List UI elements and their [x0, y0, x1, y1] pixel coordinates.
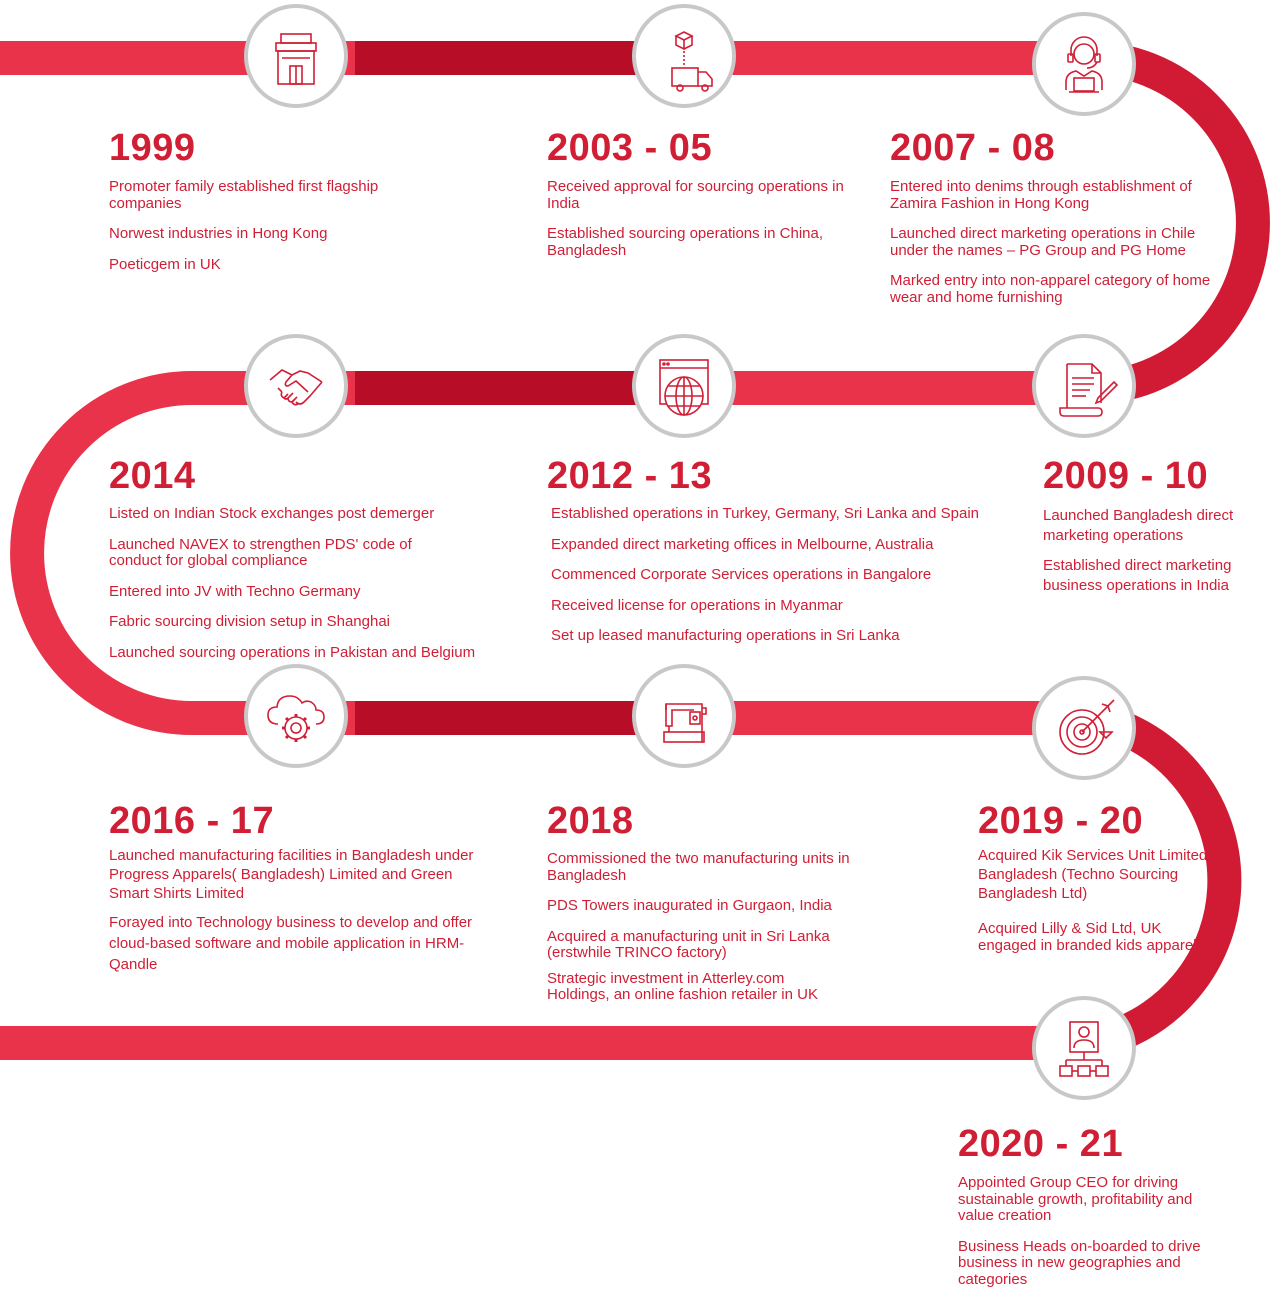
milestone-item: Acquired Kik Services Unit Limited in Ba…: [978, 847, 1224, 902]
milestone-item: Entered into denims through establishmen…: [890, 178, 1192, 212]
org-chart-icon: [1032, 996, 1136, 1100]
milestone-item: Strategic investment in Atterley.com Hol…: [547, 969, 818, 1003]
milestone-items: Commissioned the two manufacturing units…: [547, 850, 877, 1018]
milestone-item: Launched direct marketing operations in …: [890, 225, 1196, 259]
milestone-year: 2018: [547, 800, 634, 842]
milestone-item: Appointed Group CEO for driving sustaina…: [958, 1174, 1193, 1224]
milestone-item: Launched NAVEX to strengthen PDS' code o…: [109, 535, 412, 569]
milestone-item: Business Heads on-boarded to drive busin…: [958, 1237, 1201, 1288]
milestone-item: Set up leased manufacturing operations i…: [551, 627, 900, 644]
milestone-item: Received license for operations in Myanm…: [551, 596, 843, 614]
milestone-item: Launched sourcing operations in Pakistan…: [109, 643, 476, 661]
delivery-truck-icon: [632, 4, 736, 108]
milestone-item: PDS Towers inaugurated in Gurgaon, India: [547, 897, 832, 914]
milestone-items: Launched Bangladesh direct marketing ope…: [1043, 506, 1268, 610]
milestone-item: Marked entry into non-apparel category o…: [890, 272, 1211, 306]
milestone-item: Established operations in Turkey, German…: [551, 505, 980, 522]
milestone-item: Forayed into Technology business to deve…: [109, 914, 473, 973]
milestone-item: Acquired Lilly & Sid Ltd, UK engaged in …: [978, 920, 1197, 954]
milestone-item: Acquired a manufacturing unit in Sri Lan…: [547, 927, 830, 961]
milestone-year: 2007 - 08: [890, 127, 1056, 169]
track-curve-left: [10, 371, 193, 735]
milestone-item: Promoter family established first flagsh…: [109, 178, 379, 212]
milestone-items: Appointed Group CEO for driving sustaina…: [958, 1174, 1228, 1302]
target-arrow-icon: [1032, 676, 1136, 780]
milestone-item: Listed on Indian Stock exchanges post de…: [109, 505, 435, 522]
milestone-item: Expanded direct marketing offices in Mel…: [551, 535, 934, 553]
milestone-item: Established sourcing operations in China…: [547, 225, 823, 259]
document-pen-icon: [1032, 334, 1136, 438]
milestone-item: Poeticgem in UK: [109, 255, 221, 273]
handshake-icon: [244, 334, 348, 438]
milestone-items: Listed on Indian Stock exchanges post de…: [109, 505, 529, 675]
cloud-gear-icon: [244, 664, 348, 768]
track-curve-right-1: [1087, 41, 1270, 405]
milestone-items: Received approval for sourcing operation…: [547, 178, 847, 273]
milestone-item: Launched Bangladesh direct marketing ope…: [1043, 507, 1234, 544]
milestone-item: Entered into JV with Techno Germany: [109, 582, 361, 600]
milestone-year: 2012 - 13: [547, 455, 713, 497]
milestone-items: Launched manufacturing facilities in Ban…: [109, 846, 504, 989]
milestone-year: 1999: [109, 127, 196, 169]
milestone-year: 2009 - 10: [1043, 455, 1209, 497]
storefront-icon: [244, 4, 348, 108]
track-curve-right-2: [1084, 701, 1242, 1060]
milestone-item: Commenced Corporate Services operations …: [551, 566, 932, 583]
milestone-year: 2019 - 20: [978, 800, 1144, 842]
milestone-year: 2014: [109, 455, 196, 497]
milestone-item: Launched manufacturing facilities in Ban…: [109, 847, 474, 902]
milestone-items: Entered into denims through establishmen…: [890, 178, 1235, 320]
milestone-year: 2003 - 05: [547, 127, 713, 169]
milestone-item: Commissioned the two manufacturing units…: [547, 850, 850, 884]
milestone-year: 2020 - 21: [958, 1123, 1124, 1165]
milestone-item: Fabric sourcing division setup in Shangh…: [109, 613, 390, 630]
milestone-item: Established direct marketing business op…: [1043, 557, 1232, 594]
sewing-machine-icon: [632, 664, 736, 768]
milestone-items: Established operations in Turkey, German…: [551, 505, 1031, 659]
milestone-year: 2016 - 17: [109, 800, 275, 842]
milestone-items: Acquired Kik Services Unit Limited in Ba…: [978, 846, 1243, 968]
milestone-item: Norwest industries in Hong Kong: [109, 225, 328, 242]
headset-operator-icon: [1032, 12, 1136, 116]
milestone-item: Received approval for sourcing operation…: [547, 178, 844, 212]
browser-globe-icon: [632, 334, 736, 438]
milestone-items: Promoter family established first flagsh…: [109, 178, 439, 287]
